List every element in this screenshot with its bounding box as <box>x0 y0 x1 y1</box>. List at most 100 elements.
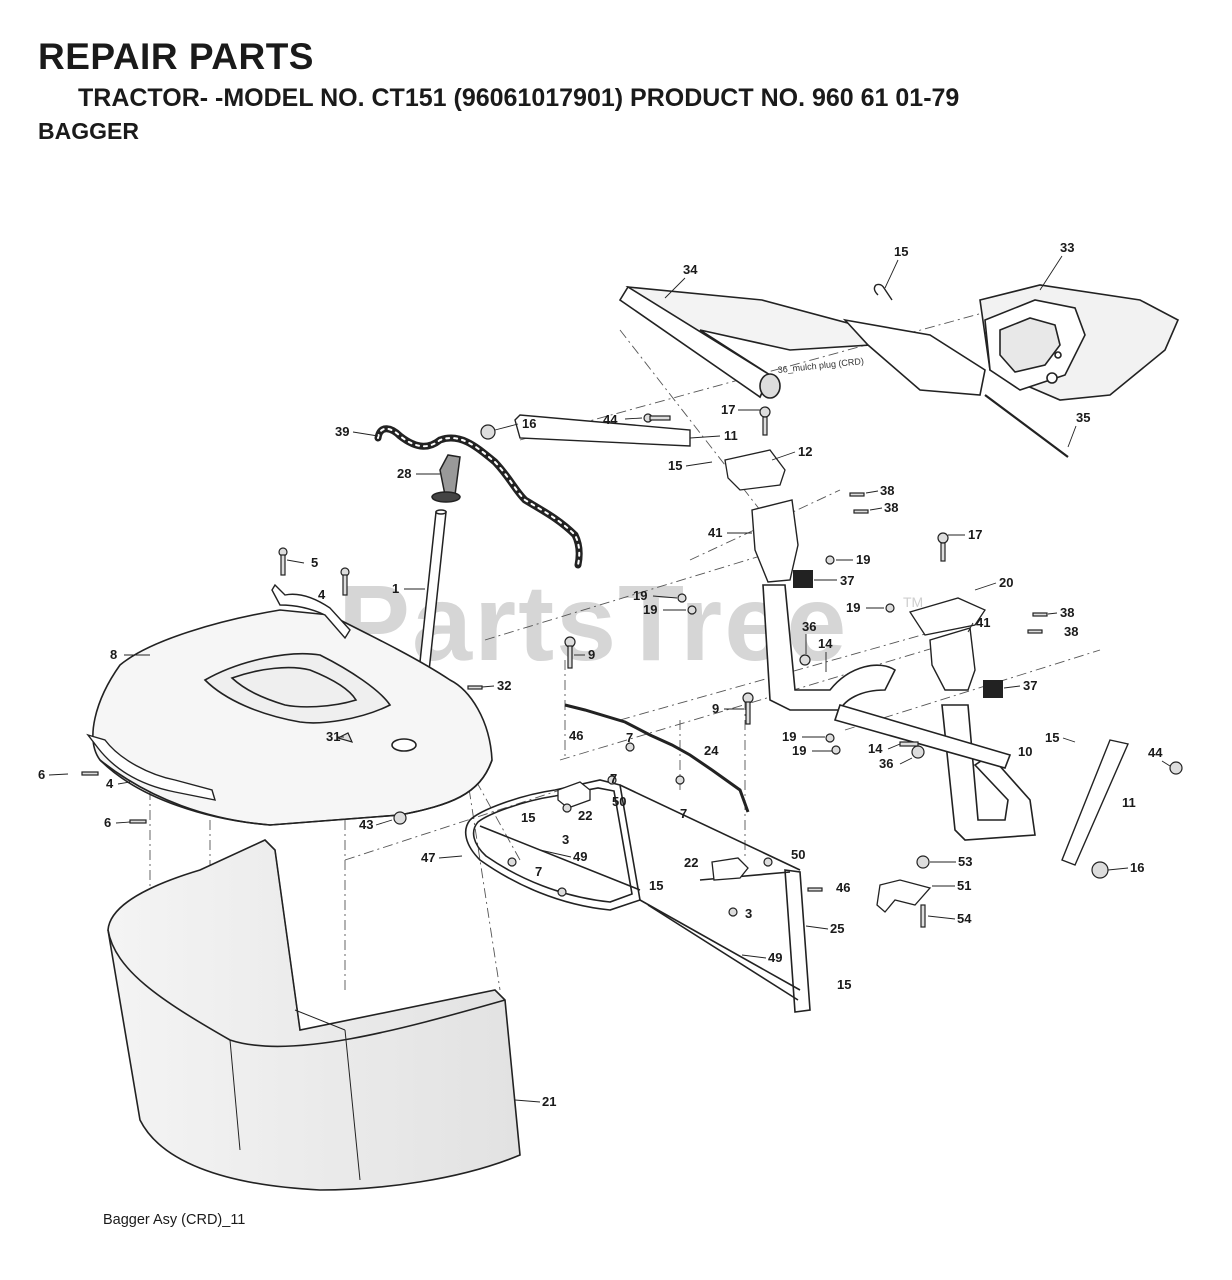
svg-text:15: 15 <box>837 977 851 992</box>
svg-text:37: 37 <box>840 573 854 588</box>
svg-text:15: 15 <box>1045 730 1059 745</box>
part-21-bin <box>107 839 521 1191</box>
svg-text:20: 20 <box>999 575 1013 590</box>
svg-text:41: 41 <box>976 615 990 630</box>
callout-labels: 15 33 34 35 39 16 44 17 11 12 15 28 38 3… <box>38 240 1163 1109</box>
svg-text:8: 8 <box>110 647 117 662</box>
svg-text:28: 28 <box>397 466 411 481</box>
svg-text:4: 4 <box>106 776 114 791</box>
part-37-plug <box>793 570 813 588</box>
svg-text:50: 50 <box>612 794 626 809</box>
svg-text:24: 24 <box>704 743 719 758</box>
svg-text:19: 19 <box>856 552 870 567</box>
svg-text:5: 5 <box>311 555 318 570</box>
svg-text:54: 54 <box>957 911 972 926</box>
svg-text:44: 44 <box>603 412 618 427</box>
section-title: BAGGER <box>38 118 139 144</box>
watermark-trademark: TM <box>903 594 924 610</box>
model-line: TRACTOR- -MODEL NO. CT151 (96061017901) … <box>78 84 960 112</box>
svg-text:36: 36 <box>879 756 893 771</box>
svg-text:50: 50 <box>791 847 805 862</box>
svg-text:19: 19 <box>792 743 806 758</box>
svg-text:38: 38 <box>880 483 894 498</box>
svg-text:34: 34 <box>683 262 698 277</box>
part-37-plug-2 <box>983 680 1003 698</box>
svg-text:38: 38 <box>1064 624 1078 639</box>
part-35-pin <box>984 394 1069 458</box>
svg-text:14: 14 <box>818 636 833 651</box>
svg-text:6: 6 <box>38 767 45 782</box>
part-8-cover <box>92 609 493 826</box>
svg-text:37: 37 <box>1023 678 1037 693</box>
svg-text:15: 15 <box>649 878 663 893</box>
svg-text:38: 38 <box>1060 605 1074 620</box>
svg-text:16: 16 <box>1130 860 1144 875</box>
svg-text:1: 1 <box>392 581 399 596</box>
svg-text:7: 7 <box>626 730 633 745</box>
part-12-bracket <box>724 449 986 636</box>
part-51-latch <box>876 879 932 913</box>
svg-text:49: 49 <box>768 950 782 965</box>
part-41-bracket <box>751 499 976 691</box>
hardware <box>81 406 1183 928</box>
svg-text:15: 15 <box>521 810 535 825</box>
svg-text:21: 21 <box>542 1094 556 1109</box>
part-11-plate <box>514 414 1129 866</box>
svg-text:9: 9 <box>588 647 595 662</box>
svg-text:17: 17 <box>721 402 735 417</box>
svg-text:15: 15 <box>668 458 682 473</box>
part-24-bar <box>564 703 750 813</box>
svg-text:31: 31 <box>326 729 340 744</box>
svg-text:9: 9 <box>712 701 719 716</box>
part-47-frame <box>464 779 811 1013</box>
svg-text:49: 49 <box>573 849 587 864</box>
svg-text:22: 22 <box>578 808 592 823</box>
svg-text:39: 39 <box>335 424 349 439</box>
svg-text:11: 11 <box>724 428 738 443</box>
svg-text:38: 38 <box>884 500 898 515</box>
part-28-grip <box>431 454 461 503</box>
svg-text:7: 7 <box>680 806 687 821</box>
svg-text:3: 3 <box>745 906 752 921</box>
svg-text:14: 14 <box>868 741 883 756</box>
svg-text:25: 25 <box>830 921 844 936</box>
svg-text:33: 33 <box>1060 240 1074 255</box>
svg-text:22: 22 <box>684 855 698 870</box>
svg-text:51: 51 <box>957 878 971 893</box>
svg-text:32: 32 <box>497 678 511 693</box>
svg-text:43: 43 <box>359 817 373 832</box>
svg-text:12: 12 <box>798 444 812 459</box>
svg-text:19: 19 <box>633 588 647 603</box>
svg-text:15: 15 <box>894 244 908 259</box>
svg-text:47: 47 <box>421 850 435 865</box>
page-title: REPAIR PARTS <box>38 36 314 77</box>
svg-text:46: 46 <box>569 728 583 743</box>
svg-text:6: 6 <box>104 815 111 830</box>
leader-lines <box>48 255 1171 1103</box>
svg-text:7: 7 <box>610 771 617 786</box>
svg-text:17: 17 <box>968 527 982 542</box>
svg-text:44: 44 <box>1148 745 1163 760</box>
part-10-frame <box>762 584 1036 841</box>
svg-text:53: 53 <box>958 854 972 869</box>
part-33-housing <box>979 284 1180 401</box>
svg-text:11: 11 <box>1122 795 1136 810</box>
diagram-caption: Bagger Asy (CRD)_11 <box>103 1212 246 1228</box>
part-34-bar <box>618 285 986 399</box>
svg-text:19: 19 <box>846 600 860 615</box>
svg-text:7: 7 <box>535 864 542 879</box>
mulch-plug-note: 36_mulch plug (CRD) <box>777 356 864 375</box>
svg-text:36: 36 <box>802 619 816 634</box>
svg-text:3: 3 <box>562 832 569 847</box>
svg-text:16: 16 <box>522 416 536 431</box>
svg-text:46: 46 <box>836 880 850 895</box>
svg-text:19: 19 <box>643 602 657 617</box>
part-15-clip-top <box>873 283 893 301</box>
svg-text:10: 10 <box>1018 744 1032 759</box>
svg-text:19: 19 <box>782 729 796 744</box>
svg-text:41: 41 <box>708 525 722 540</box>
part-22-bracket <box>557 781 749 881</box>
svg-text:35: 35 <box>1076 410 1090 425</box>
svg-text:4: 4 <box>318 587 326 602</box>
